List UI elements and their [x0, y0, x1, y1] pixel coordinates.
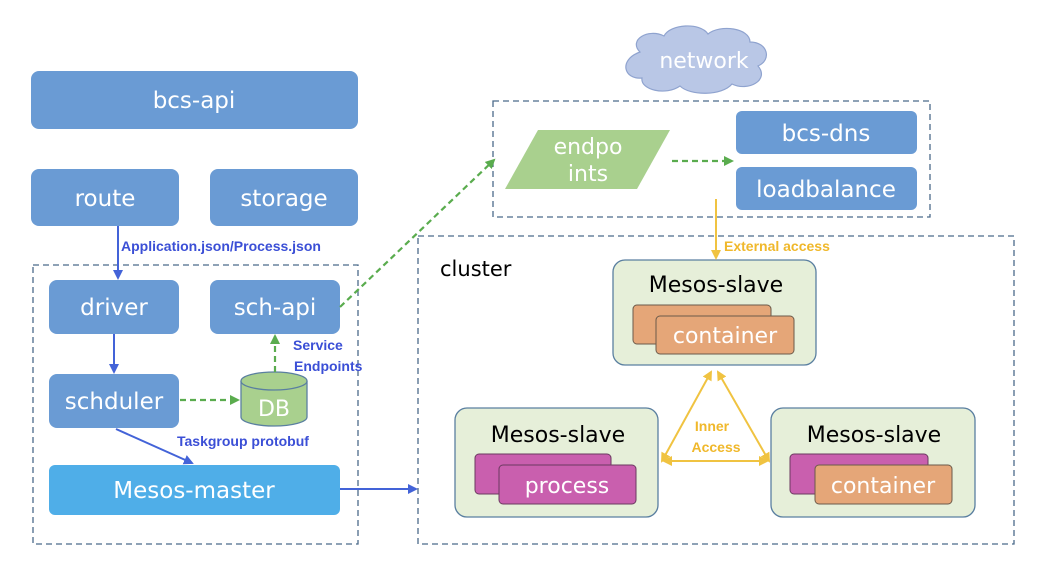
- cluster-border: [417, 235, 1015, 545]
- sch-api-box[interactable]: [210, 280, 340, 334]
- inner-access-label-line1: Inner: [695, 418, 730, 434]
- driver-label: driver: [80, 295, 148, 321]
- service-endpoints-label-line2: Endpoints: [294, 358, 363, 374]
- mesos-slave-right-title: Mesos-slave: [807, 423, 941, 448]
- endpoints-shape[interactable]: [505, 130, 670, 189]
- storage-label: storage: [240, 186, 327, 212]
- taskgroup-protobuf-label: Taskgroup protobuf: [177, 433, 309, 449]
- loadbalance-label: loadbalance: [756, 177, 896, 203]
- route-label: route: [75, 186, 136, 212]
- external-access-label: External access: [724, 238, 830, 254]
- dns-group-border: [492, 100, 931, 218]
- container-right-label: container: [831, 474, 936, 499]
- inner-access-left-edge: [661, 370, 712, 463]
- bcs-dns-box[interactable]: [736, 111, 917, 154]
- mesos-slave-top-title: Mesos-slave: [649, 273, 783, 298]
- cluster-title: cluster: [440, 257, 512, 281]
- process-left-label: process: [525, 474, 610, 499]
- route-box[interactable]: [31, 169, 179, 226]
- sch-api-to-endpoints-arrow: [339, 158, 496, 308]
- inner-access-label-line2: Access: [691, 439, 740, 455]
- mesos-slave-left-title: Mesos-slave: [491, 423, 625, 448]
- network-label: network: [659, 49, 749, 74]
- bcs-api-box[interactable]: [31, 71, 358, 129]
- bcs-api-label: bcs-api: [153, 88, 236, 114]
- storage-box[interactable]: [210, 169, 358, 226]
- db-label: DB: [258, 397, 290, 422]
- container-top-label: container: [673, 324, 778, 349]
- loadbalance-box[interactable]: [736, 167, 917, 210]
- container-top-box[interactable]: [655, 315, 795, 355]
- mesos-master-box[interactable]: [49, 465, 340, 515]
- application-json-label: Application.json/Process.json: [121, 238, 321, 254]
- schduler-label: schduler: [65, 389, 164, 415]
- cloud-icon: [625, 25, 767, 94]
- mesos-master-label: Mesos-master: [113, 478, 275, 504]
- process-left-box[interactable]: [498, 464, 637, 505]
- sch-api-label: sch-api: [234, 295, 317, 321]
- endpoints-label-line2: ints: [568, 162, 608, 187]
- schduler-to-master-arrow: [115, 428, 194, 465]
- service-endpoints-label-line1: Service: [293, 337, 343, 353]
- scheduler-group-border: [32, 264, 359, 545]
- bcs-dns-label: bcs-dns: [782, 121, 871, 147]
- container-right-box[interactable]: [814, 464, 953, 505]
- schduler-box[interactable]: [49, 374, 179, 428]
- driver-box[interactable]: [49, 280, 179, 334]
- endpoints-label-line1: endpo: [554, 135, 623, 160]
- inner-access-right-edge: [717, 370, 770, 463]
